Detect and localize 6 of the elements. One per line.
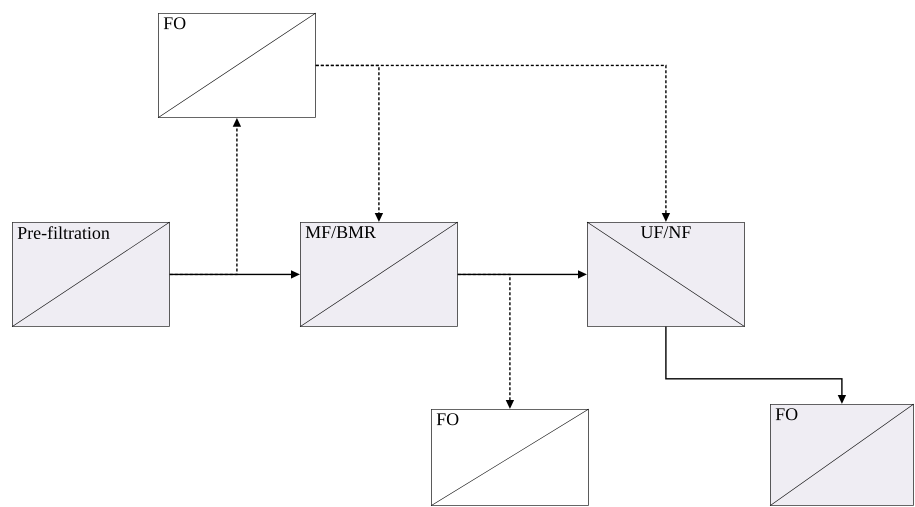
filter-box: FO [430,408,590,506]
filter-box: MF/BMR [300,222,458,328]
filter-box: FO [770,404,914,506]
filter-box: FO [158,12,316,118]
filter-box: UF/NF [586,222,746,328]
filter-box: Pre-filtration [12,222,170,328]
